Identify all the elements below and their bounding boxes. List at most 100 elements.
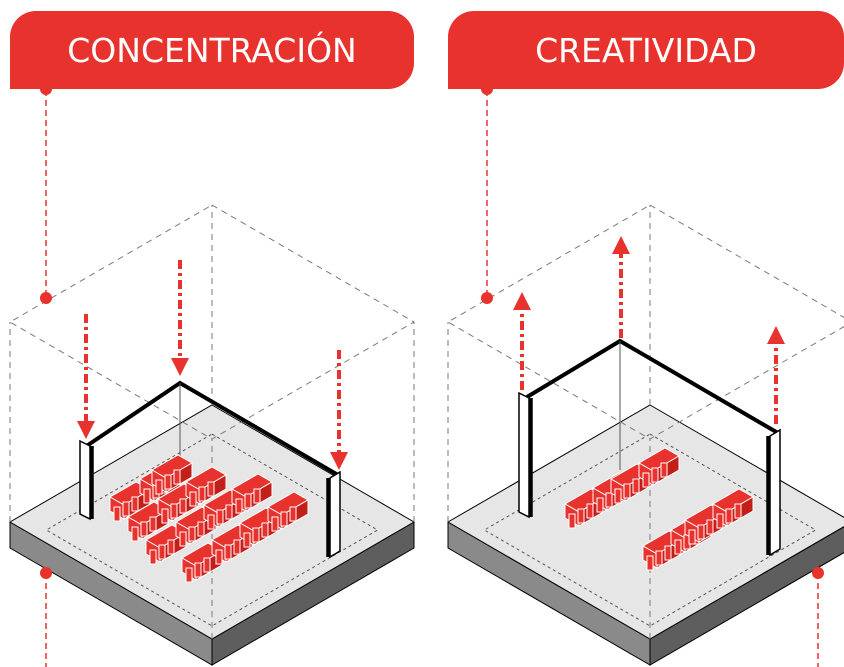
leader-dot	[481, 292, 493, 304]
creativity-label: CREATIVIDAD	[448, 11, 844, 89]
chair	[131, 526, 139, 542]
arrow-down-icon	[171, 260, 189, 376]
arrow-head	[513, 292, 531, 310]
chair	[207, 514, 215, 530]
chair	[203, 557, 211, 573]
floor-outline	[45, 433, 379, 627]
panel-concentration	[9, 204, 415, 666]
panel-creativity	[447, 204, 844, 666]
concentration-label-text: CONCENTRACIÓN	[67, 30, 357, 70]
chair	[243, 532, 251, 548]
chair	[605, 492, 613, 508]
arrow-up-icon	[612, 236, 630, 338]
volume-top	[447, 204, 844, 440]
chair	[225, 504, 233, 520]
chair	[131, 496, 139, 512]
concentration-label: CONCENTRACIÓN	[10, 11, 414, 89]
chair	[660, 462, 668, 478]
chair	[734, 503, 742, 519]
walls-concentration	[79, 380, 341, 559]
chair	[149, 549, 157, 565]
desk-chair-icon	[184, 466, 228, 507]
desk-chair-icon	[266, 491, 310, 532]
chair	[161, 508, 169, 524]
wall-post	[518, 391, 530, 519]
chair	[149, 516, 157, 532]
arrow-up-icon	[513, 292, 531, 390]
chair	[655, 550, 663, 566]
chair	[244, 493, 252, 509]
arrow-head	[767, 326, 785, 344]
chair	[189, 491, 197, 507]
chair	[113, 506, 121, 522]
chair	[143, 488, 151, 504]
chair	[173, 469, 181, 485]
chair	[215, 549, 223, 565]
chair	[568, 513, 576, 529]
leader-dot	[40, 83, 52, 95]
leader-dot	[481, 83, 493, 95]
creativity-label-text: CREATIVIDAD	[535, 30, 757, 70]
chair	[140, 521, 148, 537]
chair	[716, 513, 724, 529]
wall-post	[329, 470, 341, 559]
chair	[194, 562, 202, 578]
desk-chair-icon	[637, 447, 681, 488]
chair	[155, 479, 163, 495]
floor-outline	[483, 433, 817, 627]
desk-chair-icon	[150, 454, 194, 495]
chair	[167, 539, 175, 555]
chair	[651, 467, 659, 483]
chair	[725, 508, 733, 524]
chair	[642, 472, 650, 488]
arrow-head	[612, 236, 630, 254]
wall-post	[769, 428, 781, 557]
chair	[577, 508, 585, 524]
chair	[623, 483, 631, 499]
arrow-head	[77, 421, 95, 439]
arrow-down-icon	[330, 350, 348, 470]
wall-post	[79, 439, 91, 521]
chair	[253, 488, 261, 504]
chair	[596, 497, 604, 513]
chair	[179, 498, 187, 514]
chair	[280, 511, 288, 527]
chair	[158, 544, 166, 560]
chair	[664, 545, 672, 561]
chair	[706, 519, 714, 535]
chair	[235, 498, 243, 514]
chair	[198, 486, 206, 502]
arrow-head	[330, 452, 348, 470]
slab-top-face	[447, 404, 844, 640]
chair	[646, 555, 654, 571]
chair	[632, 478, 640, 494]
chair	[233, 539, 241, 555]
chair	[674, 539, 682, 555]
chair	[207, 481, 215, 497]
leader-dot	[812, 567, 824, 579]
chair	[252, 527, 260, 543]
leader-dot	[40, 567, 52, 579]
chair	[185, 567, 193, 583]
chair	[614, 488, 622, 504]
desk-chair-icon	[711, 488, 755, 529]
chair	[164, 474, 172, 490]
arrow-down-icon	[77, 314, 95, 439]
chair	[271, 516, 279, 532]
chair	[224, 544, 232, 560]
arrow-up-icon	[767, 326, 785, 424]
chair	[188, 526, 196, 542]
chair	[697, 524, 705, 540]
chair	[179, 531, 187, 547]
chair	[289, 506, 297, 522]
leader-dot	[40, 292, 52, 304]
chair	[170, 503, 178, 519]
chair	[688, 529, 696, 545]
chair	[586, 503, 594, 519]
chair	[197, 521, 205, 537]
arrow-head	[171, 358, 189, 376]
chair	[122, 501, 130, 517]
chair	[261, 522, 269, 538]
